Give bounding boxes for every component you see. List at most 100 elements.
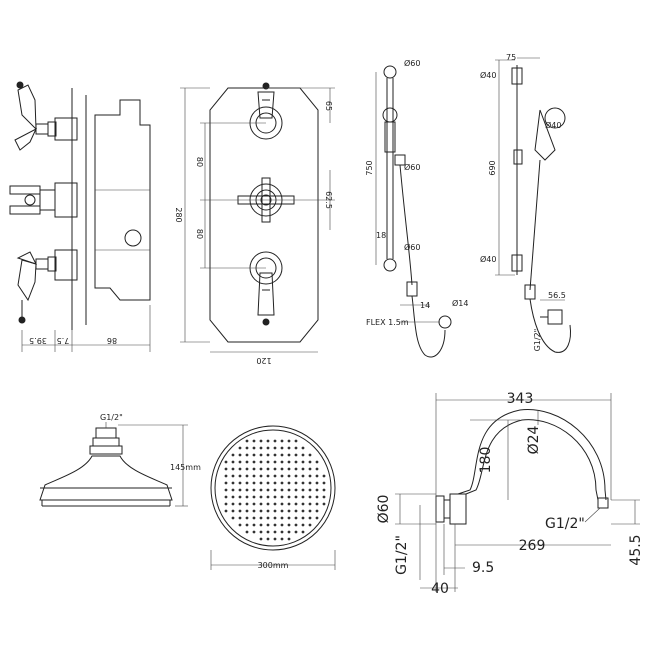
nozzle xyxy=(245,509,249,513)
nozzle xyxy=(231,453,235,457)
nozzle xyxy=(273,474,277,478)
nozzle xyxy=(294,530,298,534)
nozzle xyxy=(315,488,319,492)
rail-front-dim-dia60-top: Ø60 xyxy=(404,58,420,68)
nozzle xyxy=(315,474,319,478)
nozzle xyxy=(245,530,249,534)
valve-front-dim-65: 65 xyxy=(324,101,333,111)
nozzle xyxy=(224,509,228,513)
nozzle xyxy=(301,446,305,450)
nozzle xyxy=(280,446,284,450)
head-height-dim: 145mm xyxy=(170,463,201,472)
arm-dim-40: 40 xyxy=(431,581,449,597)
nozzle xyxy=(294,481,298,485)
nozzle xyxy=(231,474,235,478)
nozzle xyxy=(245,481,249,485)
shower-head-side-view: G1/2" 145mm xyxy=(39,413,201,507)
nozzle xyxy=(287,509,291,513)
nozzle xyxy=(266,537,270,541)
nozzle xyxy=(322,495,326,499)
valve-front-dim-280: 280 xyxy=(174,207,183,222)
nozzle xyxy=(287,460,291,464)
nozzle xyxy=(245,460,249,464)
arm-dim-343: 343 xyxy=(507,391,534,407)
nozzle xyxy=(266,481,270,485)
nozzle xyxy=(315,509,319,513)
nozzle xyxy=(315,467,319,471)
rail-front-dim-18: 18 xyxy=(376,231,386,240)
nozzle xyxy=(301,474,305,478)
arm-dim-dia60: Ø60 xyxy=(376,495,392,524)
nozzle xyxy=(245,488,249,492)
nozzle xyxy=(266,502,270,506)
nozzle xyxy=(315,495,319,499)
nozzle xyxy=(308,460,312,464)
nozzle xyxy=(301,516,305,520)
nozzle xyxy=(315,516,319,520)
nozzle xyxy=(266,495,270,499)
nozzle xyxy=(224,488,228,492)
rail-side-dim-dia40-bottom: Ø40 xyxy=(480,254,496,264)
arm-dim-dia24: Ø24 xyxy=(526,425,542,454)
nozzle xyxy=(287,467,291,471)
nozzle xyxy=(287,488,291,492)
nozzle xyxy=(273,467,277,471)
nozzle xyxy=(280,488,284,492)
nozzle xyxy=(280,495,284,499)
nozzle xyxy=(252,488,256,492)
nozzle xyxy=(322,481,326,485)
nozzle xyxy=(273,439,277,443)
nozzle xyxy=(252,460,256,464)
nozzle xyxy=(294,474,298,478)
nozzle xyxy=(224,474,228,478)
nozzle xyxy=(266,460,270,464)
nozzle xyxy=(259,516,263,520)
nozzle xyxy=(280,509,284,513)
nozzle xyxy=(245,467,249,471)
nozzle xyxy=(224,495,228,499)
nozzle xyxy=(315,502,319,506)
head-diameter-dim: 300mm xyxy=(258,561,289,570)
nozzle xyxy=(322,474,326,478)
nozzle xyxy=(322,502,326,506)
valve-front-dim-120: 120 xyxy=(256,356,271,365)
nozzle xyxy=(294,488,298,492)
nozzle xyxy=(266,439,270,443)
nozzle xyxy=(252,516,256,520)
arm-thread-left: G1/2" xyxy=(394,535,410,575)
nozzle xyxy=(280,467,284,471)
nozzle xyxy=(259,439,263,443)
nozzle xyxy=(238,523,242,527)
nozzle xyxy=(238,467,242,471)
rail-front-dim-dia60-mid: Ø60 xyxy=(404,162,420,172)
rail-side-thread: G1/2" xyxy=(533,329,542,352)
nozzle xyxy=(308,516,312,520)
nozzle xyxy=(301,481,305,485)
arm-dim-269: 269 xyxy=(519,538,546,554)
nozzle xyxy=(294,446,298,450)
nozzle xyxy=(238,453,242,457)
nozzle xyxy=(238,516,242,520)
nozzle xyxy=(252,495,256,499)
nozzle-grid xyxy=(224,439,326,541)
nozzle xyxy=(252,530,256,534)
nozzle xyxy=(245,453,249,457)
nozzle xyxy=(273,460,277,464)
nozzle xyxy=(259,467,263,471)
nozzle xyxy=(238,446,242,450)
nozzle xyxy=(273,488,277,492)
nozzle xyxy=(266,530,270,534)
nozzle xyxy=(252,446,256,450)
nozzle xyxy=(259,509,263,513)
valve-front-view: 280 80 80 65 62.5 120 xyxy=(174,82,335,365)
nozzle xyxy=(252,453,256,457)
nozzle xyxy=(245,439,249,443)
nozzle xyxy=(322,488,326,492)
nozzle xyxy=(280,474,284,478)
nozzle xyxy=(273,453,277,457)
nozzle xyxy=(315,481,319,485)
rail-front-dim-14: 14 xyxy=(420,301,430,310)
nozzle xyxy=(238,495,242,499)
nozzle xyxy=(308,523,312,527)
